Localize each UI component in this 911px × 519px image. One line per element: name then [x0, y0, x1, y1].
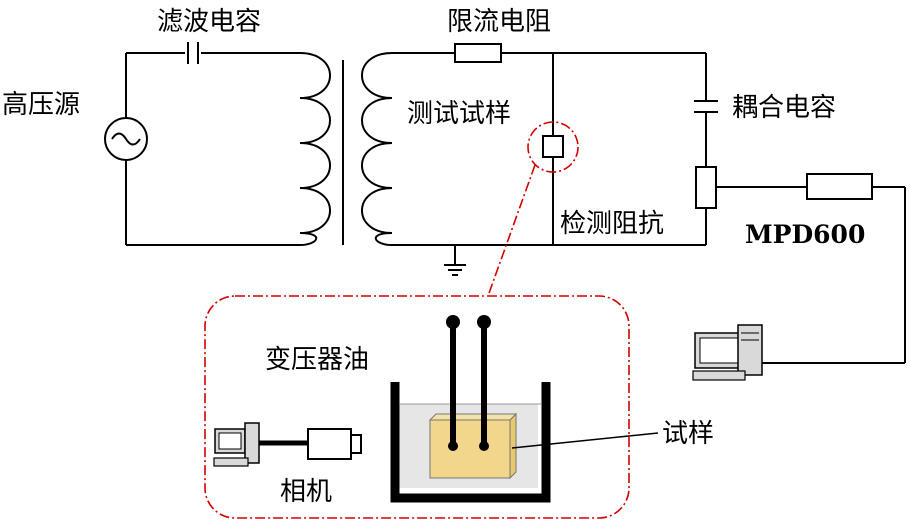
label-transformer-oil: 变压器油: [265, 345, 369, 375]
label-filter-capacitor: 滤波电容: [157, 7, 261, 37]
label-high-voltage-source: 高压源: [2, 90, 80, 120]
label-detection-impedance: 检测阻抗: [560, 209, 664, 239]
label-limiting-resistor: 限流电阻: [447, 7, 551, 37]
electrode-icon: [446, 315, 491, 451]
label-sample: 试样: [662, 419, 714, 449]
transformer-icon: [299, 52, 393, 246]
camera-computer-icon: [213, 422, 308, 467]
test-loop: [392, 52, 906, 364]
ac-source-icon: [104, 117, 148, 161]
label-coupling-capacitor: 耦合电容: [732, 93, 836, 123]
camera-icon: [307, 428, 362, 460]
label-test-sample: 测试试样: [407, 99, 511, 129]
label-mpd600: MPD600: [745, 220, 865, 249]
sample-pointer-line: [511, 432, 659, 449]
zoom-callout: [204, 121, 630, 519]
detection-impedance-icon: [695, 166, 717, 209]
test-sample-element: [542, 135, 564, 158]
resistor-icon: [454, 43, 502, 63]
label-camera: 相机: [280, 477, 332, 507]
ground-icon: [444, 264, 466, 276]
sample-block: [428, 412, 518, 480]
mpd600-device: [806, 173, 873, 200]
computer-icon: [692, 324, 763, 381]
source-loop: [125, 52, 300, 246]
coupling-capacitor-icon: [694, 100, 718, 113]
capacitor-icon: [187, 42, 199, 64]
